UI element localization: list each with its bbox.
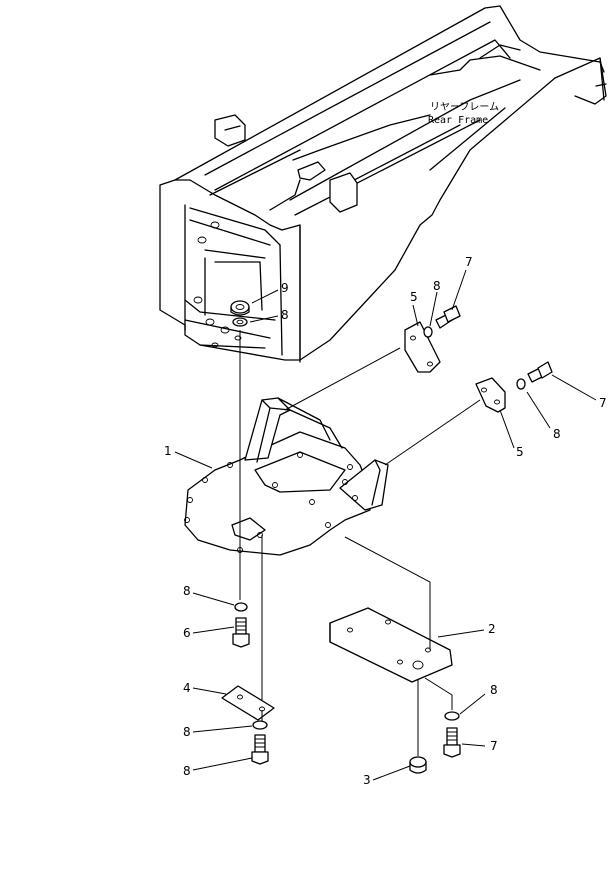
callout-7-bottom-right: 7 [490,739,498,753]
bolt-bottom-left [251,720,269,765]
bottom-plate [329,607,453,683]
callout-8-bottom-left: 8 [183,725,191,739]
bolt-left [232,602,250,648]
callout-8-left: 8 [183,584,191,598]
callout-6: 6 [183,626,191,640]
callout-8-bottom-right: 8 [490,683,498,697]
main-plate [184,397,389,556]
callout-5-lower: 5 [516,445,524,459]
frame-nut-and-washer [230,300,250,327]
small-plate [221,685,275,721]
callout-3: 3 [363,773,371,787]
rear-frame-label: リヤーフレーム Rear Frame [428,101,499,126]
bolt-upper-right [423,305,461,338]
callout-8-right: 8 [553,427,561,441]
nut-bottom [409,756,427,774]
rear-frame [159,5,607,363]
bolt-lower-right [516,361,553,390]
callout-9: 9 [281,281,289,295]
assembly-lines [239,330,481,756]
rear-frame-label-en: Rear Frame [428,115,488,126]
callout-5-upper: 5 [410,290,418,304]
callout-7-right: 7 [599,396,607,410]
callout-7-bottom-left: 8 [183,764,191,778]
bracket-lower [475,377,506,413]
callout-8-frame: 8 [281,308,289,322]
bolt-bottom-right [443,711,461,758]
callout-leaders [174,269,597,781]
bracket-upper [404,321,441,373]
rear-frame-label-jp: リヤーフレーム [430,101,499,113]
callout-4: 4 [183,681,191,695]
callout-numbers: 1 2 3 4 5 5 6 7 7 7 8 8 8 8 8 8 8 9 [164,255,607,787]
callout-7-upper: 7 [465,255,473,269]
callout-1: 1 [164,444,172,458]
callout-2: 2 [488,622,496,636]
callout-8-upper: 8 [433,279,441,293]
